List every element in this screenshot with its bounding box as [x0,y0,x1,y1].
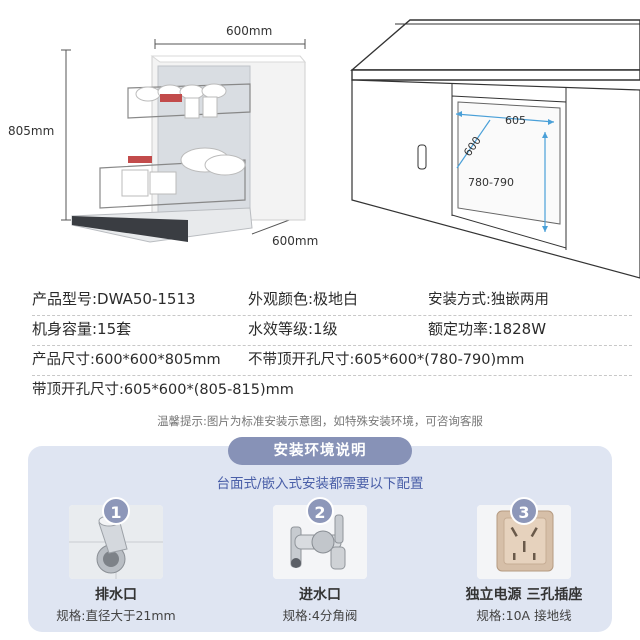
spec-install: 安装方式:独嵌两用 [428,292,549,308]
requirement-water-inlet: 2 进水口 规格:4分角阀 [240,497,400,637]
requirement-title: 进水口 [299,587,341,603]
spec-size: 产品尺寸:600*600*805mm [32,352,221,368]
cabinet-illustration [350,19,640,279]
requirement-drain: 1 排水口 规格:直径大于21mm [36,497,196,637]
environment-subtitle: 台面式/嵌入式安装都需要以下配置 [216,476,424,492]
spec-row-4: 带顶开孔尺寸:605*600*(805-815)mm [32,378,632,408]
spec-divider [32,375,632,376]
spec-row-2: 机身容量:15套 水效等级:1级 额定功率:1828W [32,318,632,348]
spec-opening-no-top: 不带顶开孔尺寸:605*600*(780-790)mm [248,352,525,368]
spec-row-3: 产品尺寸:600*600*805mm 不带顶开孔尺寸:605*600*(780-… [32,348,632,378]
requirement-title: 独立电源 三孔插座 [465,587,583,603]
requirement-spec: 规格:直径大于21mm [56,608,176,623]
environment-title: 安装环境说明 [228,437,412,465]
spec-table: 产品型号:DWA50-1513 外观颜色:极地白 安装方式:独嵌两用 机身容量:… [32,288,632,408]
dishwasher-illustration [61,39,307,243]
spec-row-1: 产品型号:DWA50-1513 外观颜色:极地白 安装方式:独嵌两用 [32,288,632,318]
spec-model: 产品型号:DWA50-1513 [32,290,196,308]
spec-opening-with-top: 带顶开孔尺寸:605*600*(805-815)mm [32,382,294,398]
requirement-spec: 规格:10A 接地线 [476,608,572,623]
spec-capacity: 机身容量:15套 [32,320,132,338]
requirement-spec: 规格:4分角阀 [282,608,358,623]
requirement-number: 2 [306,497,334,525]
depth-dimension-label: 600mm [272,234,319,248]
spec-divider [32,315,632,316]
width-dimension-label: 600mm [226,24,273,38]
height-dimension-label: 805mm [8,124,55,138]
spec-divider [32,345,632,346]
requirement-power-socket: 3 独立电源 三孔插座 规格:10A 接地线 [444,497,604,637]
spec-power: 额定功率:1828W [428,320,547,338]
requirement-number: 3 [510,497,538,525]
requirement-title: 排水口 [95,587,137,603]
cabinet-height-label: 780-790 [468,176,514,189]
install-tip: 温馨提示:图片为标准安装示意图，如特殊安装环境，可咨询客服 [157,414,483,428]
spec-efficiency: 水效等级:1级 [248,320,338,338]
requirement-number: 1 [102,497,130,525]
spec-color: 外观颜色:极地白 [248,290,359,308]
cabinet-width-label: 605 [505,114,526,127]
